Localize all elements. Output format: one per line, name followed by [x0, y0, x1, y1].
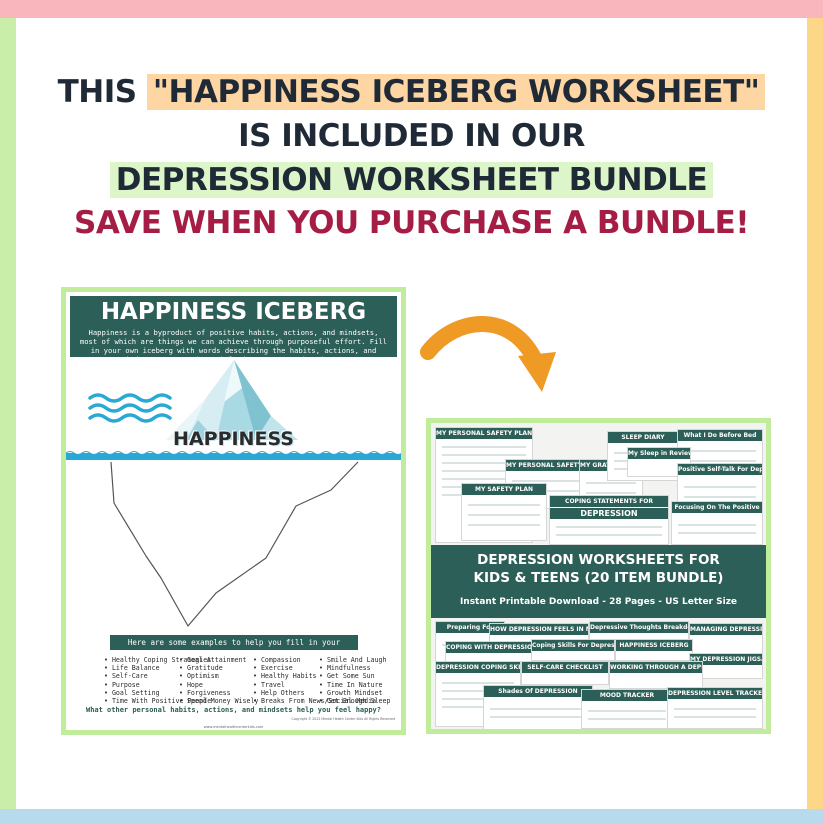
example-item: Goal Setting [104, 689, 211, 697]
example-item: Healthy Habits [253, 672, 376, 680]
worksheet-description: Happiness is a byproduct of positive hab… [79, 328, 388, 364]
thumb-coping-with: COPING WITH DEPRESSION [445, 641, 537, 663]
example-item: Hope [179, 681, 258, 689]
thumb-thoughts-breakdown: Depressive Thoughts Breakdown [589, 621, 689, 643]
example-item: Time With Positive People [104, 697, 211, 705]
bundle-preview: MY PERSONAL SAFETY PLAN MY PERSONAL SAFE… [426, 418, 771, 734]
example-item: Mindfulness [319, 664, 390, 672]
example-item: Purpose [104, 681, 211, 689]
example-item: Forgiveness [179, 689, 258, 697]
headline-prefix: THIS [57, 74, 147, 110]
examples-list-1: Healthy Coping StrategiesLife BalanceSel… [104, 656, 211, 705]
water-line-icon [66, 451, 401, 460]
thumb-self-care: SELF-CARE CHECKLIST [521, 661, 609, 685]
worksheet-url: www.mentalhealthcenterkids.com [203, 725, 264, 729]
worksheet-header: HAPPINESS ICEBERG Happiness is a byprodu… [70, 296, 397, 364]
worksheet-title: HAPPINESS ICEBERG [100, 299, 367, 325]
example-item: Smile And Laugh [319, 656, 390, 664]
example-item: Get Some Sun [319, 672, 390, 680]
bundle-title: DEPRESSION WORKSHEETS FOR KIDS & TEENS (… [473, 552, 724, 586]
bundle-banner: DEPRESSION WORKSHEETS FOR KIDS & TEENS (… [431, 545, 766, 618]
example-item: Self-Care [104, 672, 211, 680]
example-item: Time In Nature [319, 681, 390, 689]
left-color-bar [0, 18, 16, 809]
headline-line-1: THIS "HAPPINESS ICEBERG WORKSHEET" [16, 74, 807, 110]
iceberg-outline-icon [110, 461, 359, 627]
wave-icon [88, 393, 172, 423]
example-item: Growth Mindset [319, 689, 390, 697]
example-item: Gratitude [179, 664, 258, 672]
example-item: Goal Attainment [179, 656, 258, 664]
example-item: Life Balance [104, 664, 211, 672]
examples-heading: Here are some examples to help you fill … [110, 635, 358, 662]
thumb-level-tracker: DEPRESSION LEVEL TRACKER [667, 687, 763, 729]
curved-arrow-icon [420, 316, 556, 392]
example-item: Optimism [179, 672, 258, 680]
example-item: Get Enough Sleep [319, 697, 391, 705]
headline-line-2: IS INCLUDED IN OUR [238, 118, 585, 154]
examples-list-4: Smile And LaughMindfulnessGet Some SunTi… [319, 656, 391, 705]
examples-list-2: Goal AttainmentGratitudeOptimismHopeForg… [179, 656, 258, 705]
headline-line-3: DEPRESSION WORKSHEET BUNDLE [16, 162, 807, 198]
thumb-coping-skills: Coping Skills For Depression [531, 639, 615, 661]
iceberg-tip-icon [166, 360, 298, 440]
example-item: Travel [253, 681, 376, 689]
thumb-focusing-positive: Focusing On The Positive [671, 501, 763, 545]
top-color-bar [0, 0, 823, 18]
thumb-coping-statements: COPING STATEMENTS FOR DEPRESSION [549, 495, 669, 545]
worksheet-question: What other personal habits, actions, and… [85, 706, 381, 714]
bundle-subtitle: Instant Printable Download - 28 Pages - … [459, 597, 738, 607]
example-item: Compassion [253, 656, 376, 664]
example-item: Healthy Coping Strategies [104, 656, 211, 664]
thumb-mood-tracker: MOOD TRACKER [581, 689, 673, 729]
example-item: Help Others [253, 689, 376, 697]
example-item: Spend Money Wisely [179, 697, 258, 705]
iceberg-label: HAPPINESS [173, 428, 294, 450]
worksheet-copyright: Copyright © 2022 Mental Health Center Ki… [291, 717, 395, 721]
thumb-working-through: WORKING THROUGH A DEPRESSING SITUATION [609, 661, 703, 689]
example-item: Exercise [253, 664, 376, 672]
thumb-shades-of: Shades Of DEPRESSION [483, 685, 593, 729]
right-color-bar [807, 18, 823, 809]
headline-worksheet-name: "HAPPINESS ICEBERG WORKSHEET" [146, 74, 766, 110]
thumb-safety-plan: MY SAFETY PLAN [461, 483, 547, 541]
thumb-happiness-iceberg: HAPPINESS ICEBERG [615, 639, 693, 661]
bottom-color-bar [0, 809, 823, 823]
headline-bundle-name: DEPRESSION WORKSHEET BUNDLE [109, 162, 714, 198]
headline-save-callout: SAVE WHEN YOU PURCHASE A BUNDLE! [74, 205, 749, 241]
iceberg-illustration [66, 360, 401, 627]
worksheet-preview: HAPPINESS ICEBERG Happiness is a byprodu… [61, 287, 406, 735]
